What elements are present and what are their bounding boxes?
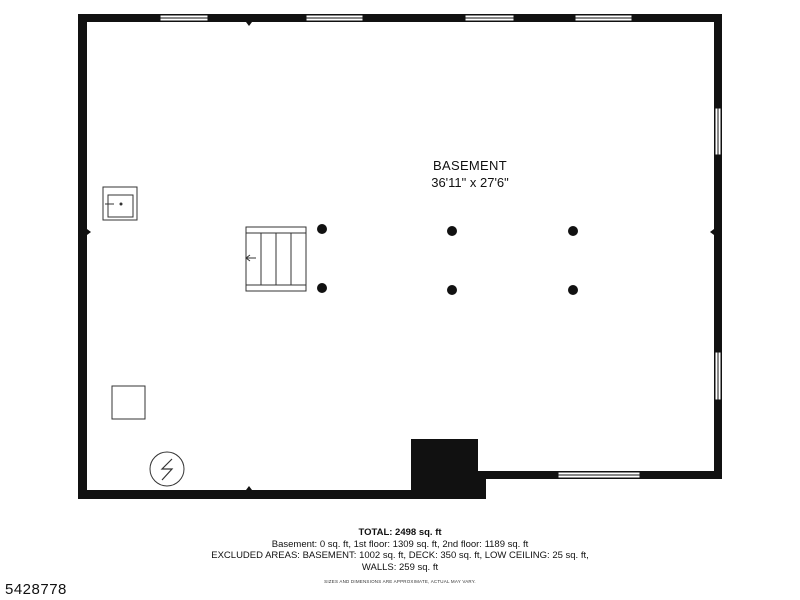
floor-areas: Basement: 0 sq. ft, 1st floor: 1309 sq. … (271, 538, 529, 550)
exterior-walls (78, 14, 722, 499)
disclaimer: SIZES AND DIMENSIONS ARE APPROXIMATE, AC… (324, 579, 476, 584)
walls-area: WALLS: 259 sq. ft (361, 561, 439, 573)
chimney-block (411, 439, 486, 499)
dimension-markers (87, 22, 714, 490)
room-name-label: BASEMENT (433, 158, 507, 173)
room-dimensions-label: 36'11" x 27'6" (431, 175, 509, 190)
utility-box-icon (111, 385, 146, 420)
listing-id: 5428778 (5, 581, 67, 598)
window-icon (159, 14, 722, 479)
support-post-icon (317, 224, 578, 295)
electrical-panel-icon (149, 451, 185, 487)
stairs-icon (245, 226, 307, 292)
area-summary: TOTAL: 2498 sq. ft Basement: 0 sq. ft, 1… (150, 527, 650, 573)
sink-icon (102, 186, 138, 221)
excluded-areas: EXCLUDED AREAS: BASEMENT: 1002 sq. ft, D… (211, 550, 589, 561)
total-area: TOTAL: 2498 sq. ft (358, 527, 442, 538)
